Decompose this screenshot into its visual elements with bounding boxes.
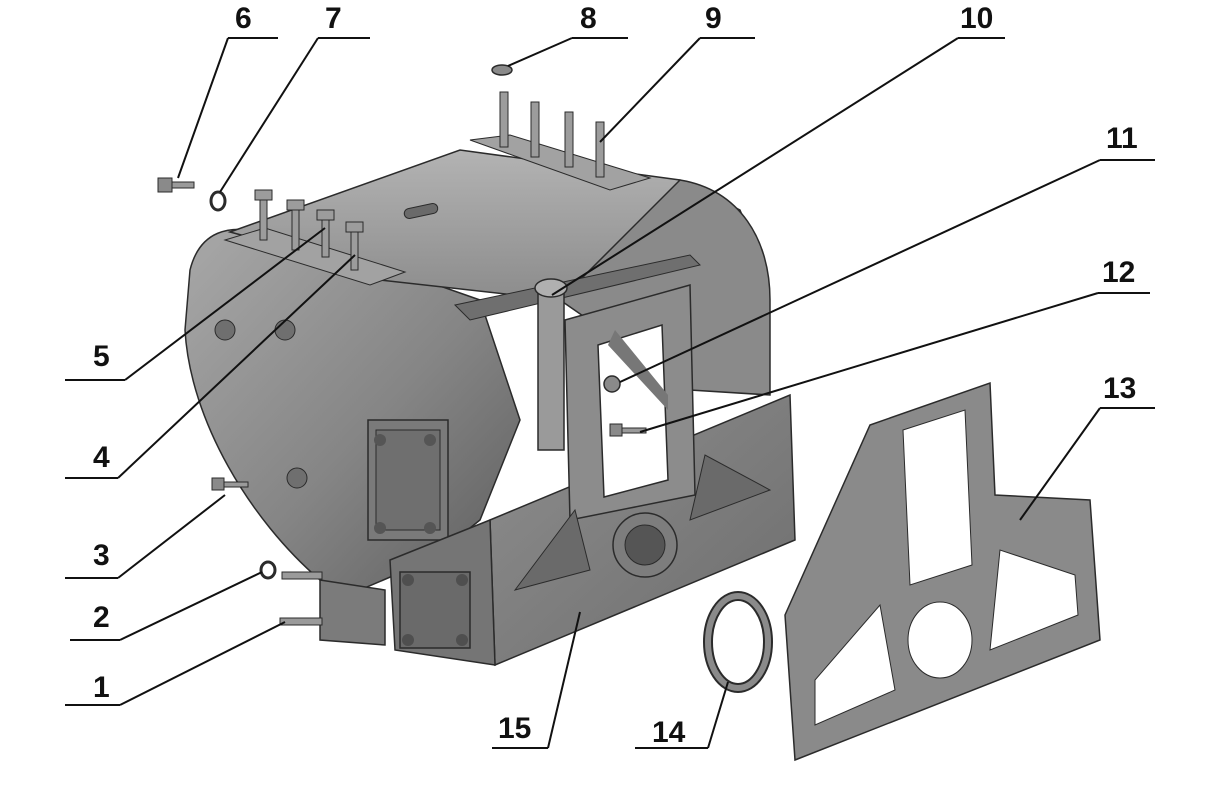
vertical-pipe [537,289,565,451]
flange-window [597,323,669,498]
top-pad-right [469,134,652,191]
part-4-5-studs [254,189,364,271]
part-6-bolt [157,177,195,193]
callout-14: 14 [652,716,686,749]
part-11-plug [603,375,621,393]
part-1-stud [279,617,323,626]
part-2-washer [259,560,277,580]
part-8-washer [491,64,513,76]
small-parts [157,64,647,626]
callout-4: 4 [93,441,110,474]
callout-9: 9 [705,2,722,35]
callout-6: 6 [235,2,252,35]
callout-10: 10 [960,2,993,35]
part-13-gasket [784,381,1101,762]
inner-strut [608,330,668,410]
gasket-round-hole [907,601,973,679]
part-9-studs [499,91,605,178]
part-14-seal-ring [703,591,773,693]
callout-5: 5 [93,340,110,373]
round-opening [624,524,666,566]
gasket-window [902,409,973,586]
gearbox-housing [184,134,796,667]
front-cover [399,571,471,649]
recess-right [689,454,772,521]
side-cover [367,419,449,541]
side-boss-3 [286,467,308,489]
callouts: 1 2 3 4 5 6 7 8 9 10 [65,2,1155,749]
callout-7: 7 [325,2,342,35]
side-boss-1 [214,319,236,341]
side-boss-2 [274,319,296,341]
part-2-stud [281,571,323,580]
housing-right-back [558,179,771,396]
callout-11: 11 [1106,122,1138,155]
part-3-bolt [211,477,249,491]
mount-block [319,579,386,646]
top-bracket [453,254,701,321]
callout-15: 15 [498,712,531,745]
gasket-left-cutout [814,603,896,726]
callout-2: 2 [93,601,110,634]
callout-1: 1 [93,671,110,704]
part-12-bolt [609,423,647,437]
pipe-cap [534,278,568,298]
top-pad-left [223,227,407,286]
callout-3: 3 [93,539,110,572]
callout-8: 8 [580,2,597,35]
callout-12: 12 [1102,256,1135,289]
top-slot [403,203,439,219]
gasket-right-cutout [989,549,1079,651]
part-7-washer [209,190,227,212]
recess-left [513,508,591,591]
callout-13: 13 [1103,372,1136,405]
